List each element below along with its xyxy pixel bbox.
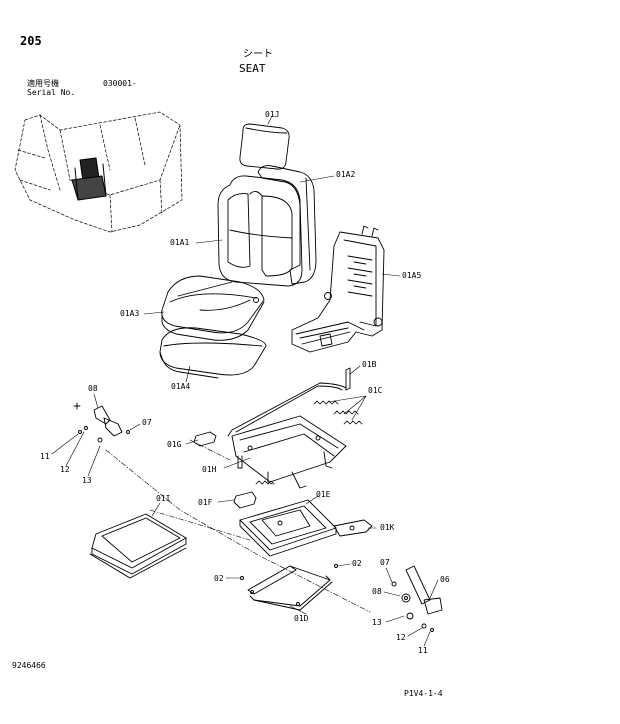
- label-01A1: 01A1: [170, 238, 190, 247]
- label-11-right: 11: [418, 646, 428, 655]
- page-code: P1V4-1-4: [404, 689, 443, 698]
- label-08-right: 08: [372, 587, 382, 596]
- seatbelt-left-parts: [73, 402, 130, 443]
- backrest-01A1: [217, 175, 303, 287]
- label-08-left: 08: [88, 384, 98, 393]
- label-01D: 01D: [294, 614, 309, 623]
- document-number: 9246466: [12, 661, 46, 670]
- leader-lines: [51, 115, 439, 647]
- label-01K: 01K: [380, 523, 395, 532]
- label-01E: 01E: [316, 490, 331, 499]
- label-02-left: 02: [214, 574, 224, 583]
- label-01I: 01I: [156, 494, 171, 503]
- seatbelt-right-parts: [240, 564, 443, 632]
- label-01A2: 01A2: [336, 170, 356, 179]
- label-01C: 01C: [368, 386, 383, 395]
- label-01A5: 01A5: [402, 271, 422, 280]
- backrest-cover-01A2: [257, 165, 317, 285]
- headrest-01J: [239, 123, 290, 170]
- slide-rail-01H: [231, 415, 347, 489]
- handle-01G: [193, 431, 217, 447]
- rails-01D: [247, 565, 333, 611]
- reference-lines: [105, 439, 371, 613]
- label-07-left: 07: [142, 418, 152, 427]
- label-01A4: 01A4: [171, 382, 191, 391]
- seat-frame-01A5: [291, 225, 385, 353]
- highlighted-seat-small: [71, 157, 107, 201]
- page-number: 205: [20, 34, 42, 48]
- cab-location-sketch: [14, 111, 183, 233]
- serial-label: Serial No.: [27, 88, 76, 97]
- label-01B: 01B: [362, 360, 377, 369]
- label-06: 06: [440, 575, 450, 584]
- label-01J: 01J: [265, 110, 280, 119]
- clip-01K: [333, 519, 373, 537]
- label-12-right: 12: [396, 633, 406, 642]
- serial-label-japanese: 適用号機: [27, 79, 59, 88]
- label-13-right: 13: [372, 618, 382, 627]
- label-12-left: 12: [60, 465, 70, 474]
- label-11-left: 11: [40, 452, 50, 461]
- label-01F: 01F: [198, 498, 213, 507]
- label-07-right: 07: [380, 558, 390, 567]
- label-02-right: 02: [352, 559, 362, 568]
- title-japanese: シート: [243, 49, 273, 60]
- adjust-rod-01B: [227, 367, 351, 437]
- page-title: SEAT: [239, 62, 266, 75]
- label-01G: 01G: [167, 440, 182, 449]
- label-01H: 01H: [202, 465, 217, 474]
- serial-value: 030001-: [103, 79, 137, 88]
- seat-base-cushion-01A4: [159, 327, 267, 379]
- base-plate-01E: [239, 499, 337, 557]
- label-01A3: 01A3: [120, 309, 140, 318]
- bracket-01F: [233, 491, 257, 509]
- label-13-left: 13: [82, 476, 92, 485]
- springs-01C: [255, 400, 363, 485]
- mat-01I: [89, 513, 187, 579]
